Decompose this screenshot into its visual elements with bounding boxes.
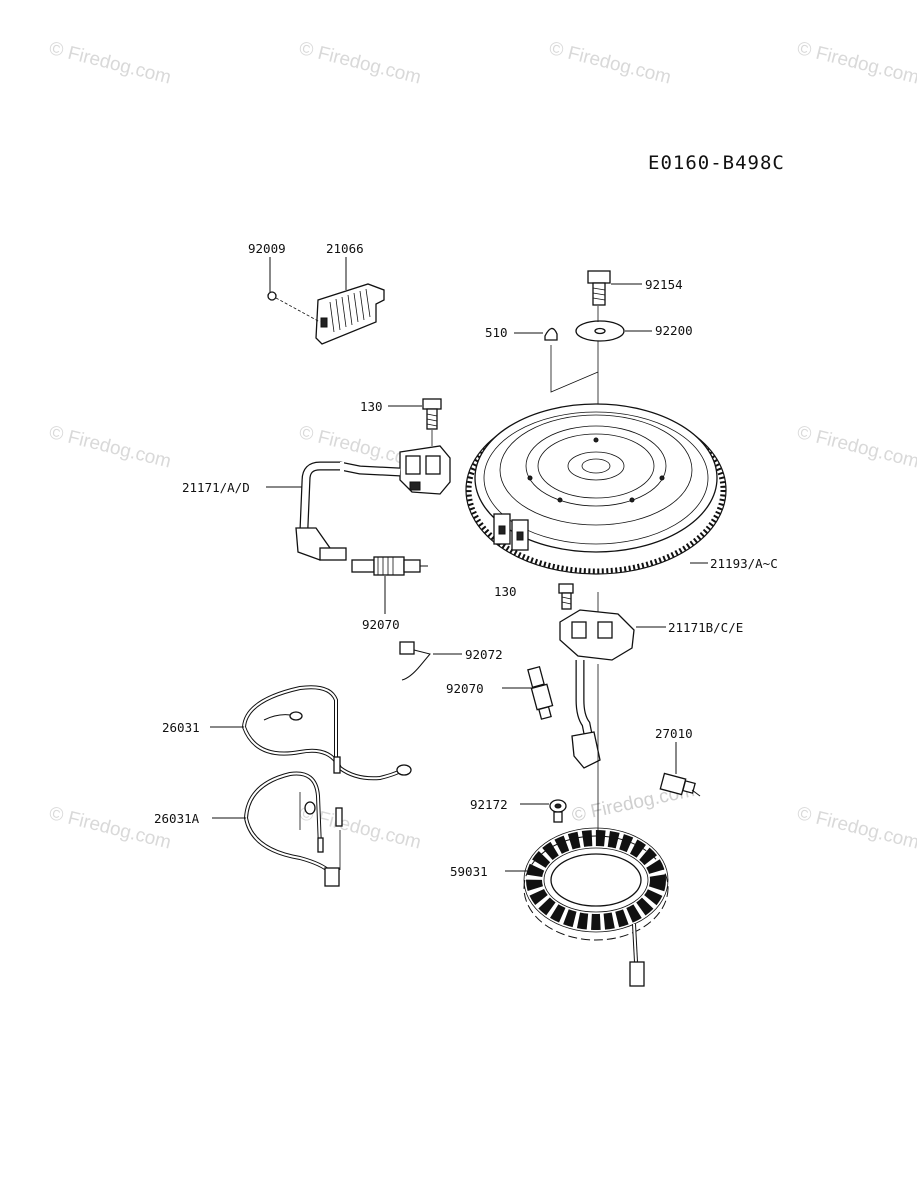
label-21066[interactable]: 21066 bbox=[326, 241, 364, 256]
ignition-coil-21171b-c-e[interactable] bbox=[559, 609, 635, 769]
label-92070-left[interactable]: 92070 bbox=[362, 617, 400, 632]
stator-59031[interactable] bbox=[523, 827, 669, 987]
ignition-coil-21171-a-d[interactable] bbox=[295, 430, 451, 561]
label-92200[interactable]: 92200 bbox=[655, 323, 693, 338]
label-26031[interactable]: 26031 bbox=[162, 720, 200, 735]
washer-92200[interactable] bbox=[575, 320, 625, 342]
connector-92072[interactable] bbox=[399, 641, 431, 681]
bolt-130-upper[interactable] bbox=[422, 398, 442, 430]
label-21171-a-d[interactable]: 21171/A/D bbox=[182, 480, 250, 495]
label-92070-right[interactable]: 92070 bbox=[446, 681, 484, 696]
label-21193[interactable]: 21193/A~C bbox=[710, 556, 778, 571]
label-130-lower[interactable]: 130 bbox=[494, 584, 517, 599]
label-26031a[interactable]: 26031A bbox=[154, 811, 200, 826]
flywheel-21193[interactable] bbox=[465, 403, 727, 575]
nut-92172[interactable] bbox=[549, 799, 567, 823]
label-130-upper[interactable]: 130 bbox=[360, 399, 383, 414]
spark-plug-92070-right[interactable] bbox=[527, 665, 554, 720]
wire-harness-26031[interactable] bbox=[242, 685, 412, 781]
spark-plug-92070-left[interactable] bbox=[351, 556, 428, 576]
key-510[interactable] bbox=[544, 327, 558, 341]
sensor-27010[interactable] bbox=[659, 772, 701, 797]
label-510[interactable]: 510 bbox=[485, 325, 508, 340]
label-92009[interactable]: 92009 bbox=[248, 241, 286, 256]
regulator-21066[interactable] bbox=[315, 283, 385, 345]
label-27010[interactable]: 27010 bbox=[655, 726, 693, 741]
diagram-code: E0160-B498C bbox=[648, 152, 785, 174]
label-92154[interactable]: 92154 bbox=[645, 277, 683, 292]
label-21171b-c-e[interactable]: 21171B/C/E bbox=[668, 620, 743, 635]
screw-92009[interactable] bbox=[267, 291, 321, 323]
wire-harness-26031a[interactable] bbox=[244, 771, 343, 887]
bolt-92154[interactable] bbox=[587, 270, 611, 306]
label-59031[interactable]: 59031 bbox=[450, 864, 488, 879]
bolt-130-lower[interactable] bbox=[558, 583, 574, 610]
label-92072[interactable]: 92072 bbox=[465, 647, 503, 662]
label-92172[interactable]: 92172 bbox=[470, 797, 508, 812]
